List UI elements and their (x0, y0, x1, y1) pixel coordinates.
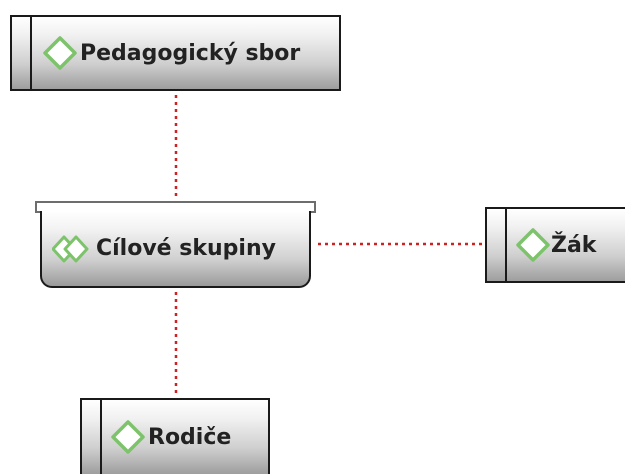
node-tab (487, 209, 507, 281)
node-tab (82, 400, 102, 474)
node-tab (12, 17, 32, 89)
node-label: Rodiče (148, 424, 232, 450)
node-zak[interactable]: Žák (485, 207, 625, 283)
diamond-icon (111, 420, 145, 454)
node-label: Pedagogický sbor (80, 40, 301, 66)
diamond-icon (516, 228, 550, 262)
node-label: Cílové skupiny (96, 236, 276, 261)
diamond-icon (43, 36, 77, 70)
node-label: Žák (551, 232, 597, 258)
node-rodice[interactable]: Rodiče (80, 398, 270, 474)
double-diamond-icon (52, 235, 89, 262)
node-pedagogicky-sbor[interactable]: Pedagogický sbor (10, 15, 341, 91)
node-cilove-skupiny[interactable]: Cílové skupiny (40, 211, 311, 288)
